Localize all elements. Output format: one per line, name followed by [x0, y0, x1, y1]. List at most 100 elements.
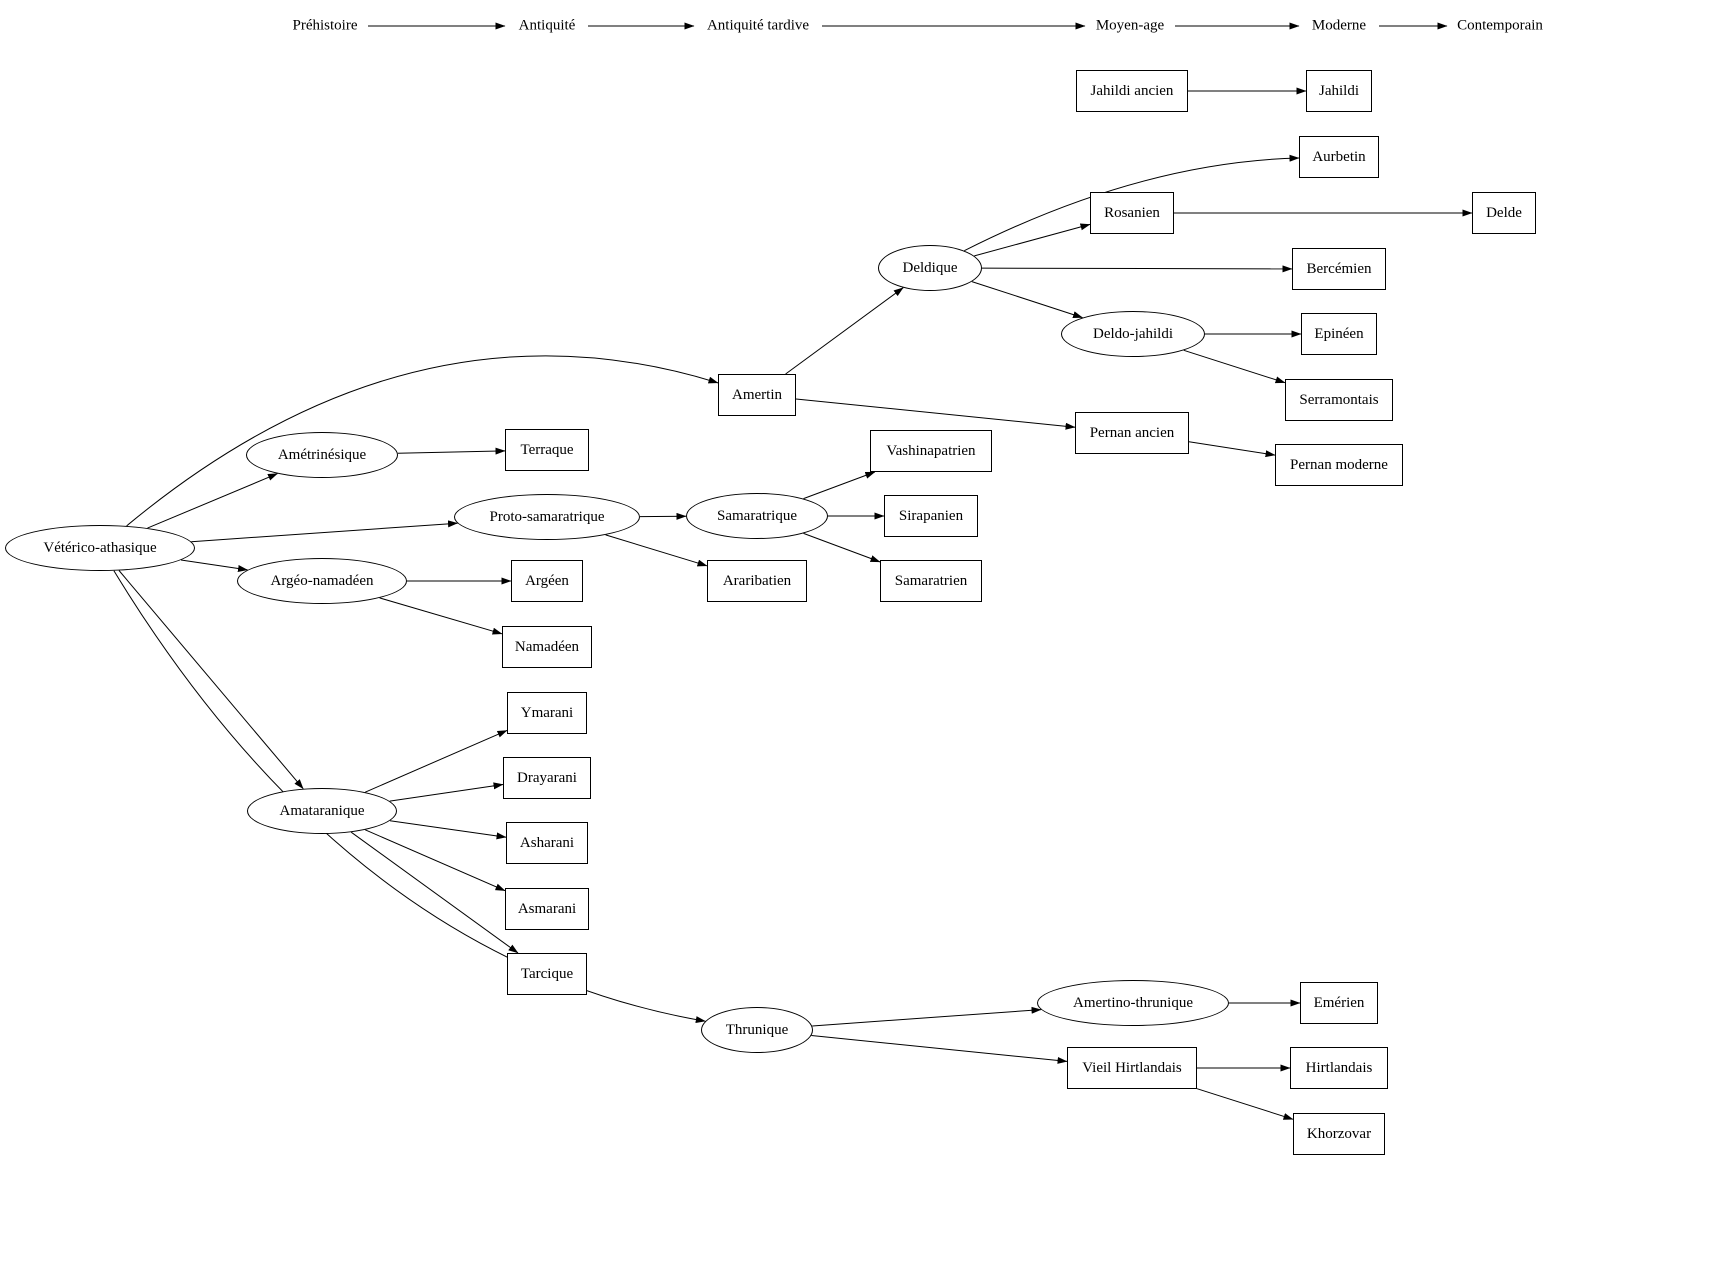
node-jahildi-ancien: Jahildi ancien — [1076, 70, 1188, 112]
node-label-proto-samaratrique: Proto-samaratrique — [489, 508, 605, 525]
node-amertin: Amertin — [718, 374, 796, 416]
node-pernan-ancien: Pernan ancien — [1075, 412, 1189, 454]
node-rosanien: Rosanien — [1090, 192, 1174, 234]
node-label-rosanien: Rosanien — [1104, 204, 1160, 221]
node-label-khorzovar: Khorzovar — [1306, 1125, 1372, 1142]
node-aurbetin: Aurbetin — [1299, 136, 1379, 178]
node-label-amertin: Amertin — [732, 386, 782, 403]
node-label-pernan-ancien: Pernan ancien — [1089, 424, 1175, 441]
node-emerien: Emérien — [1300, 982, 1378, 1024]
node-tarcique: Tarcique — [507, 953, 587, 995]
edge-amataranique--drayarani — [389, 782, 504, 802]
timeline-label-2: Antiquité tardive — [706, 17, 810, 34]
node-label-deldique: Deldique — [902, 259, 958, 276]
edge-amertin--deldique — [785, 287, 904, 375]
node-label-serramontais: Serramontais — [1299, 391, 1379, 408]
node-label-argeen: Argéen — [525, 572, 569, 589]
node-label-hirtlandais: Hirtlandais — [1305, 1059, 1373, 1076]
edge-veterico-athasique--amataranique — [118, 570, 304, 790]
edge-samaratrique--vashinapatrien — [803, 471, 876, 500]
edge-deldique--rosanien — [974, 223, 1091, 257]
edge-veterico-athasique--ametrinesique — [147, 473, 278, 529]
node-label-epineen: Epinéen — [1314, 325, 1364, 342]
node-label-vieil-hirtlandais: Vieil Hirtlandais — [1082, 1059, 1182, 1076]
node-label-jahildi-ancien: Jahildi ancien — [1090, 82, 1174, 99]
node-vashinapatrien: Vashinapatrien — [870, 430, 992, 472]
node-label-deldo-jahildi: Deldo-jahildi — [1093, 325, 1173, 342]
edge-deldique--aurbetin — [964, 154, 1300, 252]
node-label-terraque: Terraque — [520, 441, 574, 458]
node-namadeen: Namadéen — [502, 626, 592, 668]
node-label-aurbetin: Aurbetin — [1312, 148, 1366, 165]
node-label-drayarani: Drayarani — [517, 769, 577, 786]
node-label-amataranique: Amataranique — [279, 802, 365, 819]
edge-amataranique--asmarani — [365, 829, 506, 892]
node-label-araribatien: Araribatien — [722, 572, 792, 589]
node-label-tarcique: Tarcique — [520, 965, 574, 982]
node-thrunique: Thrunique — [701, 1007, 813, 1053]
node-label-thrunique: Thrunique — [725, 1021, 789, 1038]
edge-thrunique--vieil-hirtlandais — [811, 1035, 1068, 1064]
node-label-vashinapatrien: Vashinapatrien — [886, 442, 976, 459]
edge-veterico-athasique--thrunique — [113, 570, 706, 1024]
node-label-samaratrique: Samaratrique — [717, 507, 797, 524]
node-label-jahildi: Jahildi — [1319, 82, 1359, 99]
edge-veterico-athasique--amertin — [126, 355, 719, 527]
node-ymarani: Ymarani — [507, 692, 587, 734]
node-label-sirapanien: Sirapanien — [898, 507, 964, 524]
node-hirtlandais: Hirtlandais — [1290, 1047, 1388, 1089]
node-samaratrien: Samaratrien — [880, 560, 982, 602]
node-argeo-namadeen: Argéo-namadéen — [237, 558, 407, 604]
timeline-label-5: Contemporain — [1457, 17, 1543, 34]
node-delde: Delde — [1472, 192, 1536, 234]
timeline-label-0: Préhistoire — [292, 17, 358, 34]
timeline-label-4: Moderne — [1311, 17, 1367, 34]
node-label-asmarani: Asmarani — [517, 900, 577, 917]
node-drayarani: Drayarani — [503, 757, 591, 799]
node-asharani: Asharani — [506, 822, 588, 864]
node-label-emerien: Emérien — [1313, 994, 1365, 1011]
edge-proto-samaratrique--araribatien — [605, 534, 708, 567]
node-label-ymarani: Ymarani — [520, 704, 574, 721]
node-label-pernan-moderne: Pernan moderne — [1290, 456, 1388, 473]
node-terraque: Terraque — [505, 429, 589, 471]
node-samaratrique: Samaratrique — [686, 493, 828, 539]
node-amataranique: Amataranique — [247, 788, 397, 834]
node-sirapanien: Sirapanien — [884, 495, 978, 537]
node-deldique: Deldique — [878, 245, 982, 291]
node-serramontais: Serramontais — [1285, 379, 1393, 421]
edge-amataranique--asharani — [389, 820, 507, 840]
edge-samaratrique--samaratrien — [803, 532, 881, 563]
node-label-asharani: Asharani — [519, 834, 575, 851]
edge-amataranique--tarcique — [350, 831, 519, 954]
node-jahildi: Jahildi — [1306, 70, 1372, 112]
node-pernan-moderne: Pernan moderne — [1275, 444, 1403, 486]
edge-amataranique--ymarani — [365, 729, 508, 793]
edge-vieil-hirtlandais--khorzovar — [1196, 1088, 1294, 1120]
edge-veterico-athasique--proto-samaratrique — [191, 520, 458, 543]
node-araribatien: Araribatien — [707, 560, 807, 602]
node-label-ametrinesique: Amétrinésique — [277, 446, 367, 463]
node-veterico-athasique: Vétérico-athasique — [5, 525, 195, 571]
node-label-amertino-thrunique: Amertino-thrunique — [1073, 994, 1193, 1011]
edge-veterico-athasique--argeo-namadeen — [180, 559, 248, 572]
edge-pernan-ancien--pernan-moderne — [1188, 441, 1276, 458]
edge-deldique--bercemien — [981, 265, 1293, 273]
edge-thrunique--amertino-thrunique — [812, 1006, 1042, 1027]
node-bercemien: Bercémien — [1292, 248, 1386, 290]
node-epineen: Epinéen — [1301, 313, 1377, 355]
node-ametrinesique: Amétrinésique — [246, 432, 398, 478]
node-label-namadeen: Namadéen — [514, 638, 580, 655]
edge-deldique--deldo-jahildi — [971, 281, 1083, 319]
node-deldo-jahildi: Deldo-jahildi — [1061, 311, 1205, 357]
node-proto-samaratrique: Proto-samaratrique — [454, 494, 640, 540]
node-khorzovar: Khorzovar — [1293, 1113, 1385, 1155]
edge-amertin--pernan-ancien — [795, 398, 1076, 430]
edge-ametrinesique--terraque — [397, 447, 506, 455]
node-label-veterico-athasique: Vétérico-athasique — [43, 539, 157, 556]
edge-argeo-namadeen--namadeen — [379, 597, 503, 635]
node-label-delde: Delde — [1486, 204, 1522, 221]
node-vieil-hirtlandais: Vieil Hirtlandais — [1067, 1047, 1197, 1089]
